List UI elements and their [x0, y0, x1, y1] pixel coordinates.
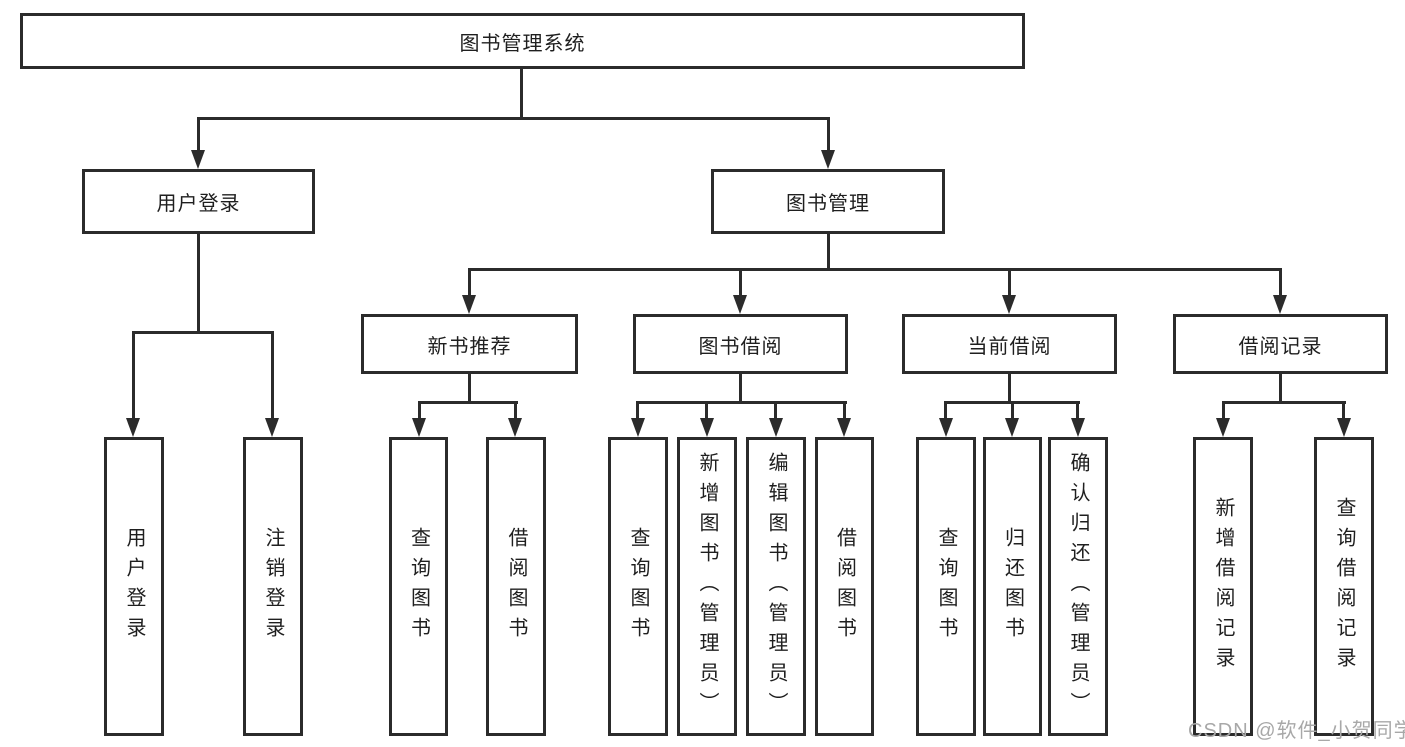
connector-to-borrow-records [1279, 268, 1282, 298]
connector-root-stem [520, 69, 523, 119]
connector-leaf-stem [843, 401, 846, 420]
connector-to-user-login [197, 117, 200, 152]
connector-leaf-stem [1342, 401, 1345, 420]
node-library-system: 图书管理系统 [20, 13, 1025, 69]
leaf-query-books-current: 查询图书 [916, 437, 976, 736]
connector-leaf-stem [514, 401, 517, 420]
leaf-add-books-admin-label: 新增图书（管理员） [696, 451, 718, 722]
node-book-management-label: 图书管理 [786, 193, 870, 215]
arrow-down-icon [462, 295, 476, 314]
connector-book-management-split [468, 268, 1281, 271]
node-borrow-records: 借阅记录 [1173, 314, 1388, 374]
leaf-query-books-recommend: 查询图书 [389, 437, 448, 736]
node-user-login-label: 用户登录 [156, 193, 241, 215]
node-user-login: 用户登录 [82, 169, 315, 234]
connector-leaf-stem [944, 401, 947, 420]
arrow-down-icon [1273, 295, 1287, 314]
leaf-query-borrow-record-label: 查询借阅记录 [1333, 496, 1355, 677]
connector-leaf-stem [705, 401, 708, 420]
leaf-borrow-books-recommend-label: 借阅图书 [505, 526, 527, 647]
leaf-query-books-recommend-label: 查询图书 [407, 526, 430, 647]
connector-user-login-split [132, 331, 274, 334]
connector-to-book-borrow [739, 268, 742, 298]
arrow-down-icon [412, 418, 426, 437]
arrow-down-icon [1216, 418, 1230, 437]
node-book-borrowing: 图书借阅 [633, 314, 848, 374]
leaf-query-books-borrowing-label: 查询图书 [627, 526, 649, 647]
leaf-logout-login: 注销登录 [243, 437, 303, 736]
connector-book-management-stem [827, 234, 830, 271]
connector-to-leaf-logout [271, 331, 274, 420]
leaf-confirm-return-admin: 确认归还（管理员） [1048, 437, 1108, 736]
leaf-return-books: 归还图书 [983, 437, 1042, 736]
connector-borrow-records-stem [1279, 374, 1282, 404]
arrow-down-icon [700, 418, 714, 437]
connector-leaf-stem [1011, 401, 1014, 420]
leaf-borrow-books-recommend: 借阅图书 [486, 437, 546, 736]
connector-to-leaf-user-login [132, 331, 135, 420]
leaf-user-login-label: 用户登录 [123, 526, 145, 647]
node-current-borrowing-label: 当前借阅 [967, 335, 1052, 358]
connector-leaf-stem [636, 401, 639, 420]
connector-leaf-stem [418, 401, 421, 420]
connector-leaf-stem [774, 401, 777, 420]
arrow-down-icon [939, 418, 953, 437]
connector-new-book-split [418, 401, 518, 404]
arrow-down-icon [1002, 295, 1016, 314]
leaf-edit-books-admin-label: 编辑图书（管理员） [765, 451, 787, 722]
leaf-add-borrow-record: 新增借阅记录 [1193, 437, 1253, 736]
connector-user-login-stem [197, 234, 200, 334]
node-book-borrowing-label: 图书借阅 [698, 335, 783, 358]
node-current-borrowing: 当前借阅 [902, 314, 1117, 374]
leaf-add-borrow-record-label: 新增借阅记录 [1212, 496, 1234, 677]
connector-new-book-stem [468, 374, 471, 404]
leaf-query-books-borrowing: 查询图书 [608, 437, 668, 736]
arrow-down-icon [508, 418, 522, 437]
node-library-system-label: 图书管理系统 [459, 32, 586, 55]
connector-root-split [197, 117, 830, 120]
arrow-down-icon [265, 418, 279, 437]
connector-current-borrow-stem [1008, 374, 1011, 404]
leaf-user-login: 用户登录 [104, 437, 164, 736]
node-book-management: 图书管理 [711, 169, 945, 234]
leaf-query-books-current-label: 查询图书 [935, 526, 957, 647]
arrow-down-icon [191, 150, 205, 169]
leaf-return-books-label: 归还图书 [1001, 526, 1024, 647]
connector-leaf-stem [1076, 401, 1079, 420]
leaf-borrow-books: 借阅图书 [815, 437, 874, 736]
arrow-down-icon [821, 150, 835, 169]
arrow-down-icon [631, 418, 645, 437]
leaf-query-borrow-record: 查询借阅记录 [1314, 437, 1374, 736]
arrow-down-icon [733, 295, 747, 314]
arrow-down-icon [769, 418, 783, 437]
connector-book-borrow-split [636, 401, 847, 404]
arrow-down-icon [126, 418, 140, 437]
arrow-down-icon [1071, 418, 1085, 437]
node-borrow-records-label: 借阅记录 [1238, 335, 1323, 358]
leaf-add-books-admin: 新增图书（管理员） [677, 437, 737, 736]
node-new-book-recommend-label: 新书推荐 [427, 335, 512, 358]
arrow-down-icon [1005, 418, 1019, 437]
node-new-book-recommend: 新书推荐 [361, 314, 578, 374]
watermark-text: CSDN @软件_小贺同学 [1188, 720, 1405, 742]
connector-to-new-book [468, 268, 471, 298]
connector-leaf-stem [1222, 401, 1225, 420]
connector-to-book-management [827, 117, 830, 152]
arrow-down-icon [1337, 418, 1351, 437]
connector-book-borrow-stem [739, 374, 742, 404]
connector-borrow-records-split [1222, 401, 1346, 404]
leaf-borrow-books-label: 借阅图书 [833, 526, 856, 647]
connector-to-current-borrow [1008, 268, 1011, 298]
arrow-down-icon [837, 418, 851, 437]
leaf-confirm-return-admin-label: 确认归还（管理员） [1067, 451, 1089, 722]
leaf-edit-books-admin: 编辑图书（管理员） [746, 437, 806, 736]
leaf-logout-login-label: 注销登录 [262, 526, 284, 647]
